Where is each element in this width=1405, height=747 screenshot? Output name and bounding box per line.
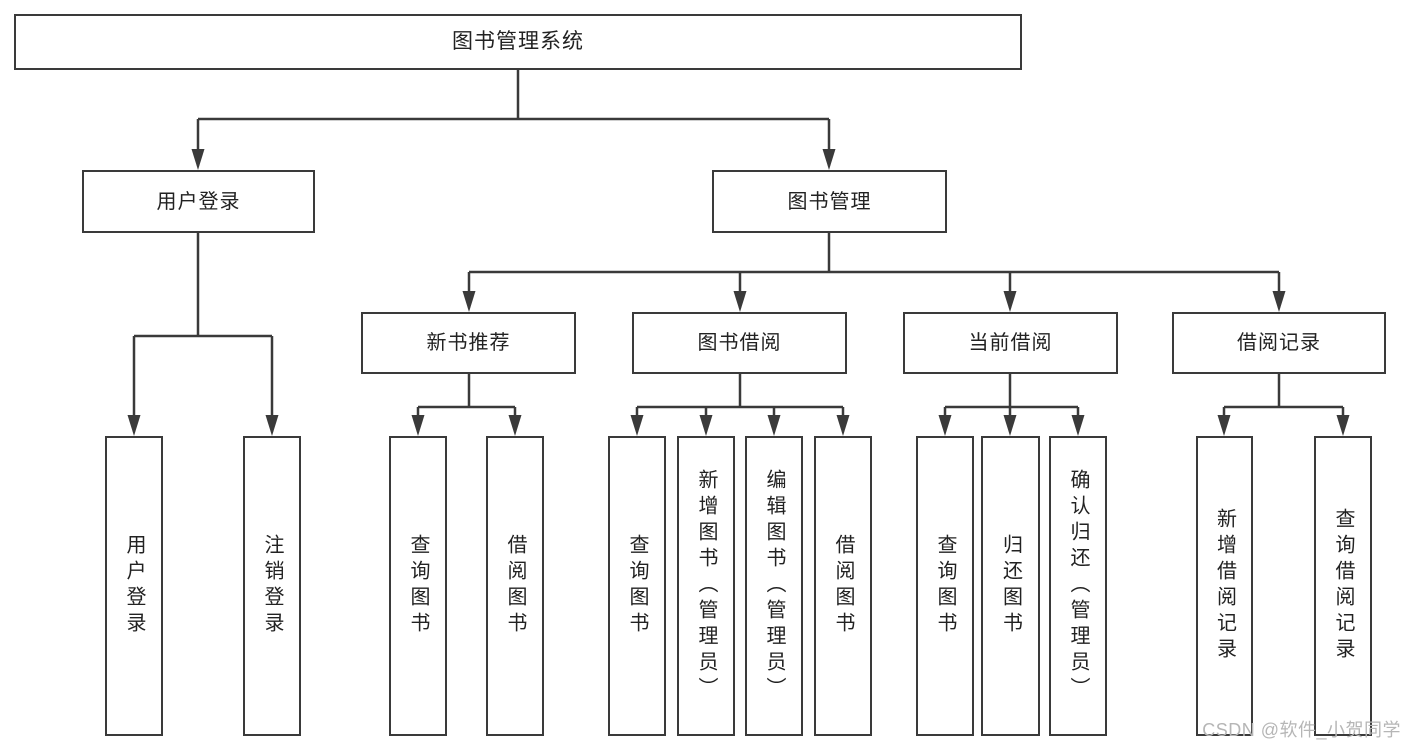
leaf-current-return-books: 归还图书 [981,436,1040,736]
leaf-current-confirm-return-admin: 确认归还（管理员） [1049,436,1107,736]
leaf-borrow-query-books: 查询图书 [608,436,666,736]
leaf-record-query-borrow-record: 查询借阅记录 [1314,436,1372,736]
leaf-borrow-add-books-admin: 新增图书（管理员） [677,436,735,736]
node-library-management-system: 图书管理系统 [14,14,1022,70]
leaf-record-add-borrow-record: 新增借阅记录 [1196,436,1253,736]
node-new-book-recommend: 新书推荐 [361,312,576,374]
node-book-management: 图书管理 [712,170,947,233]
node-borrow-record: 借阅记录 [1172,312,1386,374]
node-book-borrow: 图书借阅 [632,312,847,374]
leaf-recommend-borrow-books: 借阅图书 [486,436,544,736]
arrowheads [127,149,1350,436]
leaf-borrow-edit-books-admin: 编辑图书（管理员） [745,436,803,736]
node-current-borrow: 当前借阅 [903,312,1118,374]
leaf-borrow-borrow-books: 借阅图书 [814,436,872,736]
csdn-watermark: CSDN @软件_小贺同学 [1202,720,1401,740]
node-user-login: 用户登录 [82,170,315,233]
leaf-user-login: 用户登录 [105,436,163,736]
leaf-current-query-books: 查询图书 [916,436,974,736]
leaf-recommend-query-books: 查询图书 [389,436,447,736]
leaf-logout: 注销登录 [243,436,301,736]
